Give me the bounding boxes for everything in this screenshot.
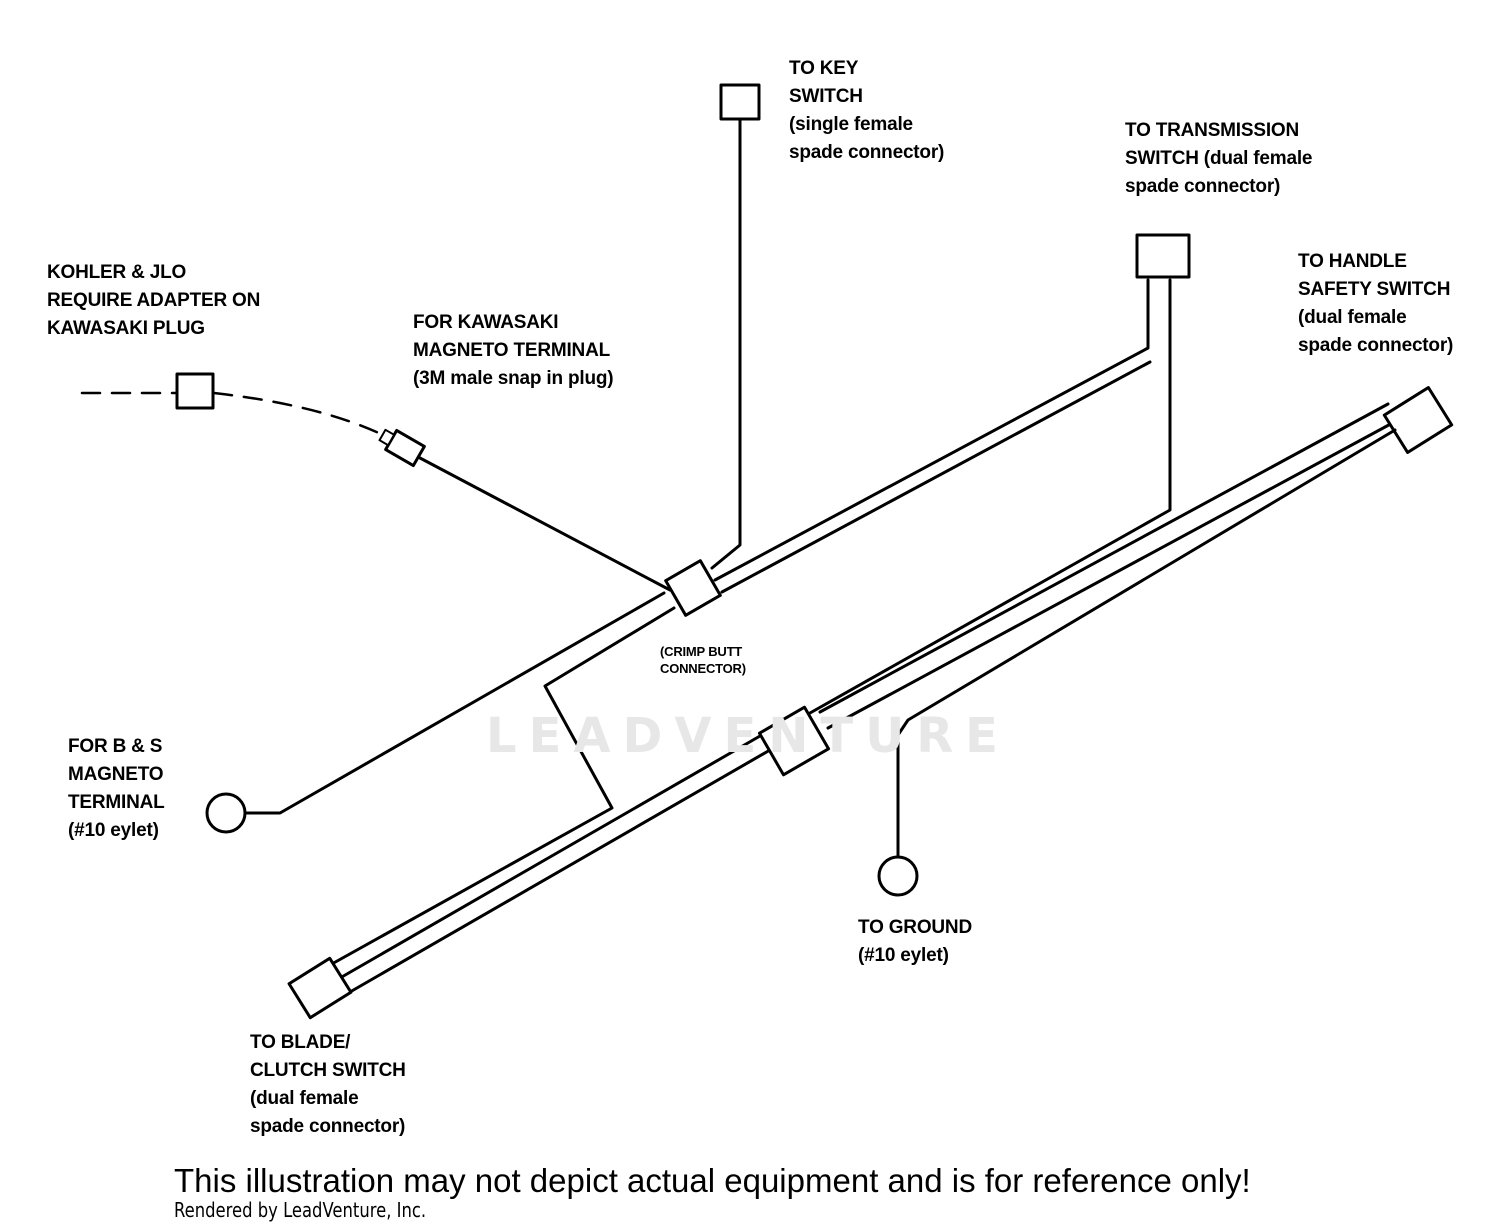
kawasaki-adapter-dashed-curve xyxy=(212,391,385,437)
label-crimp-butt: (CRIMP BUTT CONNECTOR) xyxy=(660,644,746,676)
label-bs-magneto: FOR B & S MAGNETO TERMINAL (#10 eylet) xyxy=(68,736,165,841)
kawasaki-adapter-connector xyxy=(175,372,215,410)
handle-safety-wire-a xyxy=(348,748,772,994)
key-switch-connector xyxy=(719,83,761,121)
bs-magneto-wire xyxy=(243,591,666,815)
label-kawasaki-magneto: FOR KAWASAKI MAGNETO TERMINAL (3M male s… xyxy=(413,312,614,389)
blade-clutch-switch-connector xyxy=(287,956,353,1020)
label-blade-clutch-switch: TO BLADE/ CLUTCH SWITCH (dual female spa… xyxy=(250,1032,406,1137)
label-key-switch: TO KEY SWITCH (single female spade conne… xyxy=(789,58,945,163)
watermark: LEADVENTURE xyxy=(486,708,1010,764)
handle-safety-switch-connector xyxy=(1382,386,1454,454)
label-ground: TO GROUND (#10 eylet) xyxy=(858,917,972,966)
ground-wire xyxy=(896,428,1397,860)
kawasaki-snap-plug xyxy=(378,428,426,468)
handle-wire-upper-b xyxy=(818,402,1390,714)
disclaimer-text: This illustration may not depict actual … xyxy=(174,1162,1251,1199)
transmission-wire-c xyxy=(808,278,1172,715)
ground-eyelet xyxy=(877,855,919,897)
label-kohler-adapter: KOHLER & JLO REQUIRE ADAPTER ON KAWASAKI… xyxy=(47,262,261,339)
label-handle-safety-switch: TO HANDLE SAFETY SWITCH (dual female spa… xyxy=(1298,251,1454,356)
handle-wire-upper-a xyxy=(826,418,1400,730)
transmission-wire-b xyxy=(720,360,1152,594)
key-switch-wire xyxy=(710,118,742,570)
rendered-by-text: Rendered by LeadVenture, Inc. xyxy=(174,1198,427,1222)
kawasaki-wire xyxy=(418,456,672,592)
handle-safety-wire-b xyxy=(338,734,762,980)
crimp-butt-connector xyxy=(664,559,722,617)
transmission-wire-a xyxy=(713,278,1150,582)
bs-magneto-eyelet xyxy=(205,792,247,834)
crimp-to-blade-wire xyxy=(328,606,676,967)
label-transmission-switch: TO TRANSMISSION SWITCH (dual female spad… xyxy=(1125,120,1313,197)
handle-mid-connector xyxy=(757,705,831,777)
transmission-switch-connector xyxy=(1135,233,1191,279)
